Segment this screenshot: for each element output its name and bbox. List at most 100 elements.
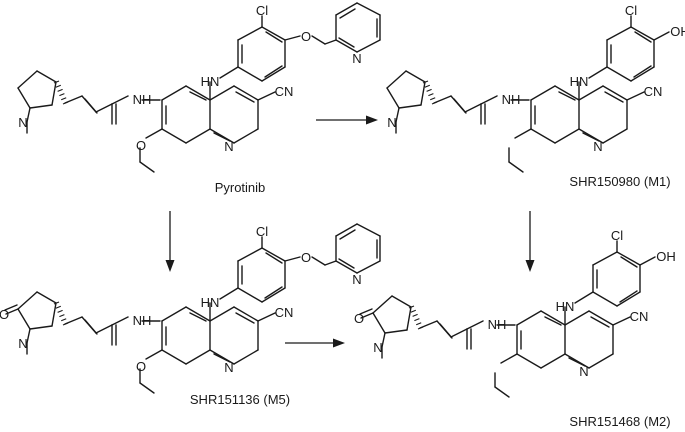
quinoline-bond xyxy=(209,85,235,101)
ethoxy-bond xyxy=(145,128,163,139)
aniline-ring-bond xyxy=(237,66,263,82)
quinoline-double-bond xyxy=(558,91,576,101)
lactam-carbonyl-bond xyxy=(4,304,18,311)
amide-bond xyxy=(450,328,468,338)
aniline-double-bond xyxy=(265,252,283,264)
nitrile-label: CN xyxy=(630,309,649,324)
compound-label-m5: SHR151136 (M5) xyxy=(190,392,290,407)
pyrrolidine-ring-bond xyxy=(29,325,53,330)
pyrrolidine-ring-bond xyxy=(51,81,57,106)
vinyl-bond xyxy=(439,323,453,339)
amide-bond xyxy=(95,103,113,113)
lactam-o-label: O xyxy=(354,311,364,326)
ether-o-label: O xyxy=(301,250,311,265)
ethoxy-bond xyxy=(145,349,163,360)
chloro-label: Cl xyxy=(611,228,623,243)
vinyl-bond xyxy=(433,95,452,104)
pyrrolidine-ring-bond xyxy=(17,87,31,109)
ethoxy-o-label: O xyxy=(136,138,146,153)
pyridine-ring-bond xyxy=(335,260,358,274)
quinoline-double-bond xyxy=(189,312,207,322)
pyrrolidine-ring-bond xyxy=(406,306,412,331)
chloro-label: Cl xyxy=(625,3,637,18)
quinoline-bond xyxy=(233,349,259,365)
pyrrolidine-ring-bond xyxy=(405,70,426,83)
vinyl-bond xyxy=(453,98,467,114)
quinoline-n-label: N xyxy=(593,139,602,154)
compound-label-m2: SHR151468 (M2) xyxy=(569,414,670,429)
pyridine-double-bond xyxy=(339,229,356,240)
amide-bond xyxy=(466,320,484,330)
quinoline-bond xyxy=(161,128,187,144)
quinoline-double-bond xyxy=(213,353,231,363)
quinoline-double-bond xyxy=(235,91,255,103)
ether-bond xyxy=(324,39,337,45)
quinoline-n-label: N xyxy=(224,139,233,154)
amide-nh-label: NH xyxy=(133,92,152,107)
aniline-ring-bond xyxy=(237,287,263,303)
vinyl-bond xyxy=(84,319,98,335)
pyrrolidine-ring-bond xyxy=(51,302,57,327)
anilino-hn-label: HN xyxy=(570,74,589,89)
amide-nh-label: NH xyxy=(133,313,152,328)
pyrrolidine-ring-bond xyxy=(372,295,393,314)
pyridine-ring-bond xyxy=(335,223,358,237)
aniline-ring-bond xyxy=(606,66,632,82)
n-methyl-bond xyxy=(395,107,400,123)
pyrrolidine-ring-bond xyxy=(29,104,53,109)
arrow-pyrotinib-to-m5 xyxy=(165,211,175,272)
arrow-m1-to-m2 xyxy=(525,211,535,272)
nitrile-bond xyxy=(257,312,276,322)
pyrrolidine-n-label: N xyxy=(387,115,396,130)
anilino-hn-label: HN xyxy=(201,295,220,310)
aniline-ring-bond xyxy=(592,251,618,266)
quinoline-bond xyxy=(554,128,580,144)
quinoline-bond xyxy=(540,353,566,369)
aniline-double-bond xyxy=(264,286,283,299)
nitrile-bond xyxy=(257,91,276,101)
vinyl-bond xyxy=(419,320,438,329)
quinoline-bond xyxy=(185,349,211,365)
arrow-m5-to-m2 xyxy=(285,338,345,348)
anilino-bond xyxy=(574,291,594,304)
pyrrolidine-ring-bond xyxy=(36,291,57,304)
quinoline-n-label: N xyxy=(224,360,233,375)
quinoline-bond xyxy=(602,85,628,101)
ether-bond xyxy=(324,260,337,266)
hydroxy-label: OH xyxy=(656,249,676,264)
ether-o-label: O xyxy=(301,29,311,44)
quinoline-bond xyxy=(161,306,187,322)
pyrrolidine-ring-bond xyxy=(17,291,38,310)
pyrrolidine-ring-bond xyxy=(386,87,400,109)
anilino-bond xyxy=(219,287,239,300)
pyrrolidine-n-label: N xyxy=(18,115,27,130)
compound-label-m1: SHR150980 (M1) xyxy=(569,174,670,189)
aniline-double-bond xyxy=(265,31,283,43)
quinoline-double-bond xyxy=(568,357,586,367)
ether-bond xyxy=(311,35,326,45)
pyrrolidine-ring-bond xyxy=(372,312,386,334)
hydroxy-bond xyxy=(653,31,670,41)
lactam-carbonyl-bond xyxy=(360,312,374,319)
aniline-ring-bond xyxy=(630,66,655,82)
quinoline-bond xyxy=(185,85,211,101)
quinoline-bond xyxy=(185,306,211,322)
vinyl-bond xyxy=(64,316,83,325)
quinoline-double-bond xyxy=(590,316,610,328)
aniline-double-bond xyxy=(634,31,652,43)
amide-nh-label: NH xyxy=(502,92,521,107)
chloro-label: Cl xyxy=(256,224,268,239)
pyrrolidine-ring-bond xyxy=(391,295,412,308)
quinoline-bond xyxy=(233,128,259,144)
anilino-hn-label: HN xyxy=(201,74,220,89)
pyridine-ring-bond xyxy=(335,2,358,16)
pyrrolidine-ring-bond xyxy=(17,70,38,89)
anilino-bond xyxy=(219,66,239,79)
quinoline-double-bond xyxy=(235,312,255,324)
quinoline-bond xyxy=(578,85,604,101)
amide-bond xyxy=(95,324,113,334)
amide-bond xyxy=(480,95,498,105)
quinoline-double-bond xyxy=(189,91,207,101)
